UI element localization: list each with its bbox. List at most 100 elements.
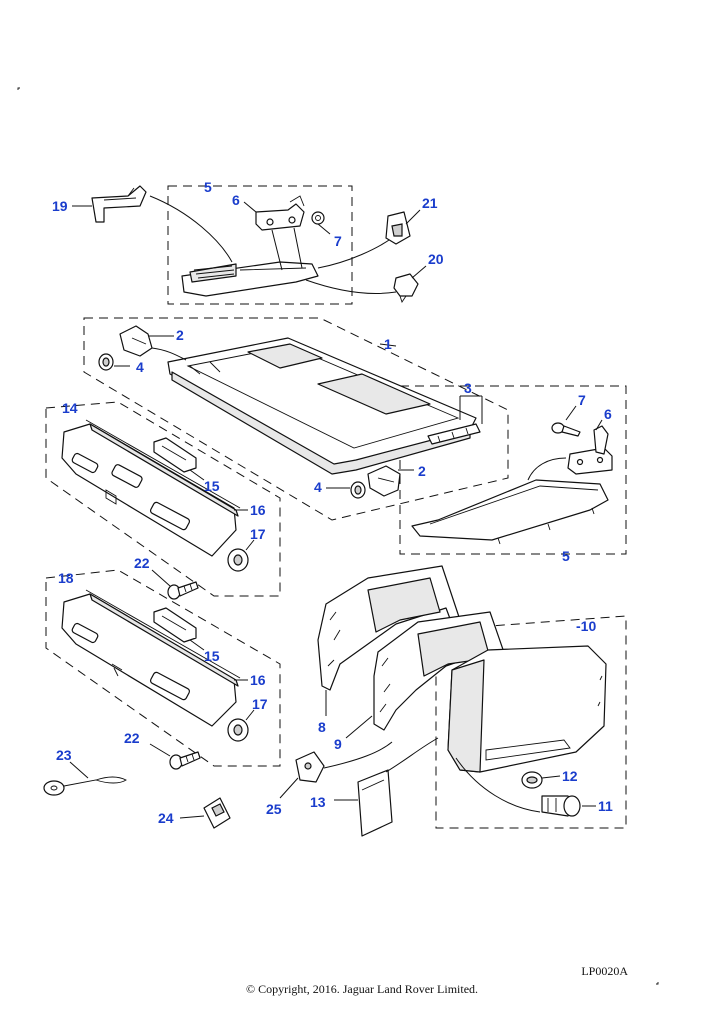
latch-part-25 (295, 751, 325, 783)
callout-5-top: 5 (204, 179, 212, 195)
leader-5-top-to-21 (317, 237, 393, 269)
registration-mark-top-left (17, 87, 20, 90)
callout-22-top: 22 (134, 555, 150, 571)
leader-9 (345, 715, 373, 739)
callout-17-bottom: 17 (252, 696, 268, 712)
callout-11: 11 (598, 798, 613, 814)
grommet-part-12 (521, 771, 543, 789)
clip-plate-part-24 (203, 797, 231, 829)
leader-25-link (323, 741, 393, 769)
callout-1: 1 (384, 336, 392, 352)
callout-19: 19 (52, 198, 68, 214)
callout-25: 25 (266, 801, 282, 817)
callout-2-right: 2 (418, 463, 426, 479)
leader-5-right-link (527, 457, 567, 481)
callout-18: 18 (58, 570, 74, 586)
leader-15-top (189, 469, 205, 481)
callout-24: 24 (158, 810, 174, 826)
leader-13-link (385, 737, 439, 773)
clip-part-21 (385, 211, 411, 245)
leader-7-top (317, 223, 331, 235)
drawing-reference-code: LP0020A (581, 964, 628, 978)
callout-15-bottom: 15 (204, 648, 220, 664)
clip-part-7-right (551, 422, 581, 437)
washer-part-4-left (98, 353, 114, 371)
leader-20 (411, 265, 427, 279)
wheel-arch-liner-part-8 (317, 565, 461, 691)
end-cap-part-2-right (367, 465, 401, 497)
clip-part-7-top (311, 211, 325, 225)
callout-6-right: 6 (604, 406, 612, 422)
bracket-part-15-top (153, 437, 197, 473)
callout-3: 3 (464, 380, 472, 396)
callout-9: 9 (334, 736, 342, 752)
leader-10-link (455, 757, 541, 813)
lanyard-part-23 (43, 776, 127, 796)
grommet-part-17-top (227, 548, 249, 572)
callout-16-top: 16 (250, 502, 266, 518)
group-outline-5-right (399, 385, 627, 555)
bracket-part-15-bottom (153, 607, 197, 643)
leader-1 (379, 343, 397, 347)
leader-24 (179, 815, 205, 819)
bracket-part-6-right (567, 425, 613, 475)
leader-21 (405, 209, 421, 225)
leader-3 (459, 395, 483, 424)
leader-5-top-to-20 (305, 279, 397, 294)
callout-17-top: 17 (250, 526, 266, 542)
leader-hinge-to-tray (271, 227, 303, 271)
leader-12 (541, 775, 561, 779)
callout-7-top: 7 (334, 233, 342, 249)
hinge-part-6-top (255, 195, 305, 231)
group-outline-5-top (167, 185, 353, 305)
leader-2-left-link (151, 347, 187, 361)
group-outline-1 (83, 317, 509, 521)
leader-15-bottom (189, 639, 205, 651)
callout-5-right: 5 (562, 548, 570, 564)
callout-6-top: 6 (232, 192, 240, 208)
screw-part-22-top (167, 581, 199, 600)
fastener-part-11 (541, 795, 581, 817)
callout-20: 20 (428, 251, 444, 267)
access-cover-part-13 (357, 769, 393, 837)
leader-6-right (595, 419, 603, 431)
leader-25 (279, 777, 299, 799)
registration-mark-bottom-right (656, 982, 659, 985)
push-clip-part-20 (393, 273, 419, 304)
trim-panel-part-14 (61, 419, 241, 557)
cover-part-10 (447, 645, 607, 773)
leader-17-bottom (245, 709, 255, 721)
callout-16-bottom: 16 (250, 672, 266, 688)
parcel-shelf-support-part-5-right (411, 479, 609, 545)
callout-14: 14 (62, 400, 78, 416)
callout-13: 13 (310, 794, 326, 810)
callout-15-top: 15 (204, 478, 220, 494)
group-outline-10 (435, 615, 627, 829)
callout-4-left: 4 (136, 359, 144, 375)
screw-part-22-bottom (169, 751, 201, 770)
parcel-shelf-part-1 (167, 337, 481, 475)
callout-8: 8 (318, 719, 326, 735)
leader-23 (69, 761, 89, 779)
leader-17-top (245, 539, 255, 551)
callout-2-left: 2 (176, 327, 184, 343)
bracket-part-19 (91, 185, 147, 223)
copyright-notice: © Copyright, 2016. Jaguar Land Rover Lim… (245, 982, 479, 996)
callout-7-right: 7 (578, 392, 586, 408)
callout-4-right: 4 (314, 479, 322, 495)
leader-19-link (149, 195, 233, 263)
leader-22-bottom (149, 743, 171, 757)
callout-22-bottom: 22 (124, 730, 140, 746)
parcel-shelf-support-part-5-top (181, 261, 319, 297)
callout-12: 12 (562, 768, 578, 784)
leader-6-top (243, 201, 257, 213)
end-cap-part-2-left (119, 325, 153, 357)
callout-10: -10 (576, 618, 596, 634)
washer-part-4-right (350, 481, 366, 499)
group-outline-18 (45, 569, 281, 767)
grommet-part-17-bottom (227, 718, 249, 742)
wheel-arch-liner-part-9 (373, 611, 509, 731)
callout-23: 23 (56, 747, 72, 763)
leader-22-top (151, 569, 171, 587)
